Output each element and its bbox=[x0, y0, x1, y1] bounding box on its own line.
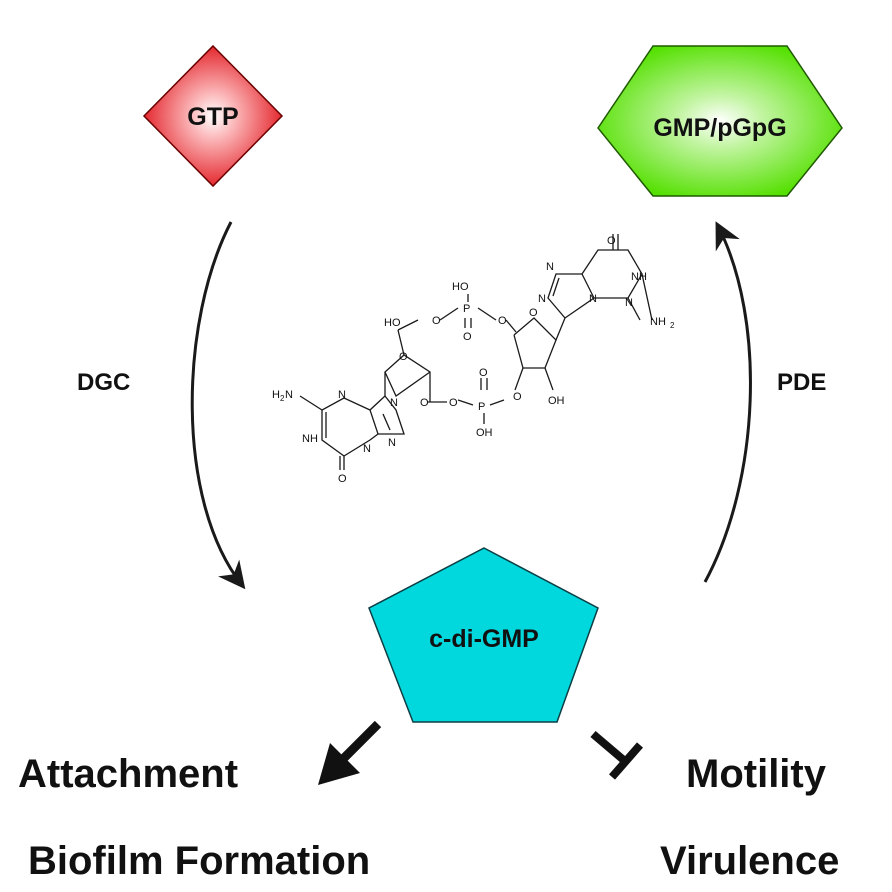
svg-text:O: O bbox=[607, 235, 616, 247]
svg-text:O: O bbox=[498, 315, 507, 327]
outcome-biofilm-formation: Biofilm Formation bbox=[28, 839, 370, 883]
svg-text:O: O bbox=[479, 367, 488, 379]
svg-text:O: O bbox=[463, 331, 472, 343]
svg-text:O: O bbox=[420, 397, 429, 409]
svg-text:O: O bbox=[513, 391, 522, 403]
gtp-node: GTP bbox=[142, 44, 284, 188]
promotion-arrow bbox=[318, 720, 382, 785]
svg-text:N: N bbox=[388, 437, 396, 449]
gtp-label: GTP bbox=[187, 103, 238, 131]
svg-text:P: P bbox=[478, 401, 485, 413]
svg-text:O: O bbox=[432, 315, 441, 327]
svg-text:2: 2 bbox=[670, 321, 675, 330]
svg-text:O: O bbox=[399, 351, 408, 363]
svg-text:NH: NH bbox=[631, 271, 647, 283]
svg-text:N: N bbox=[363, 443, 371, 455]
svg-text:NH: NH bbox=[650, 316, 666, 328]
svg-text:2: 2 bbox=[280, 394, 285, 403]
pde-arrow bbox=[703, 221, 752, 583]
pde-label: PDE bbox=[777, 369, 826, 396]
svg-text:N: N bbox=[546, 261, 554, 273]
c-di-gmp-label: c-di-GMP bbox=[429, 625, 539, 653]
c-di-gmp-node: c-di-GMP bbox=[368, 547, 599, 723]
svg-text:N: N bbox=[589, 293, 597, 305]
svg-text:N: N bbox=[285, 389, 293, 401]
svg-text:N: N bbox=[625, 297, 633, 309]
outcome-virulence: Virulence bbox=[660, 839, 839, 883]
svg-text:O: O bbox=[529, 307, 538, 319]
svg-text:HO: HO bbox=[452, 281, 469, 293]
dgc-arrow bbox=[190, 221, 246, 590]
svg-text:O: O bbox=[449, 397, 458, 409]
svg-text:OH: OH bbox=[548, 395, 565, 407]
dgc-label: DGC bbox=[77, 369, 130, 396]
outcome-attachment: Attachment bbox=[18, 752, 238, 796]
svg-text:N: N bbox=[538, 293, 546, 305]
svg-text:OH: OH bbox=[476, 427, 493, 439]
outcome-motility: Motility bbox=[686, 752, 827, 796]
c-di-gmp-structure: HO P O O O HO O O OH P O O OH O O N N N … bbox=[272, 234, 675, 485]
svg-text:NH: NH bbox=[302, 433, 318, 445]
inhibition-symbol bbox=[590, 730, 644, 780]
gmp-pgpg-label: GMP/pGpG bbox=[653, 114, 786, 142]
gmp-pgpg-node: GMP/pGpG bbox=[597, 45, 843, 197]
svg-text:O: O bbox=[338, 473, 347, 485]
svg-text:H: H bbox=[272, 389, 280, 401]
svg-text:HO: HO bbox=[384, 317, 401, 329]
svg-text:N: N bbox=[338, 389, 346, 401]
svg-text:N: N bbox=[390, 397, 398, 409]
svg-text:P: P bbox=[463, 303, 470, 315]
